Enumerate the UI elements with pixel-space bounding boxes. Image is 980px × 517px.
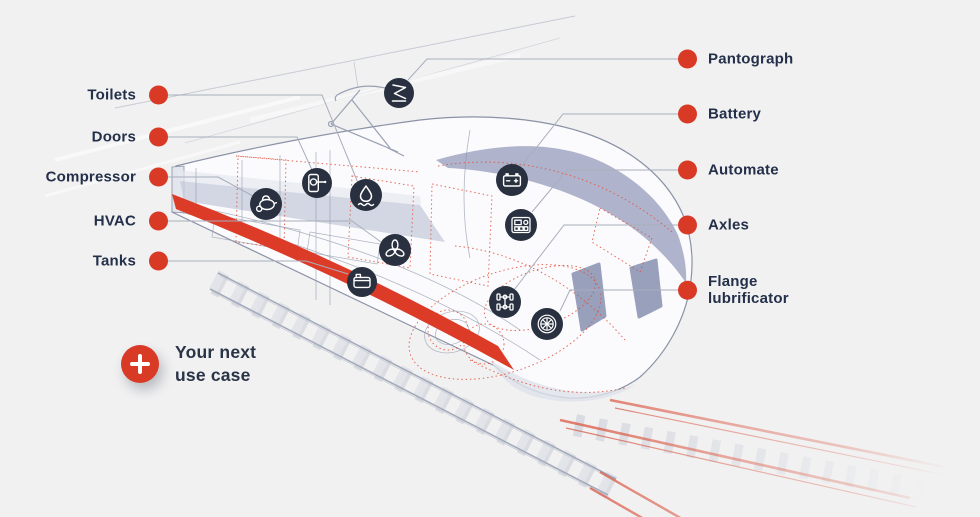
callout-pantograph: Pantograph <box>678 49 794 69</box>
callout-label: Toilets <box>87 86 136 104</box>
callout-hvac: HVAC <box>93 211 168 231</box>
cta-text: Your next use case <box>175 341 256 387</box>
callout-tanks: Tanks <box>92 251 168 271</box>
cta-line2: use case <box>175 364 251 385</box>
callout-dot[interactable] <box>678 280 697 300</box>
callout-label: Battery <box>708 105 762 123</box>
callout-label: Compressor <box>45 168 136 186</box>
callout-dot[interactable] <box>149 85 168 105</box>
tank-icon[interactable] <box>347 267 377 297</box>
callout-label: HVAC <box>93 212 136 230</box>
callout-dot[interactable] <box>678 160 697 180</box>
leader-lines <box>158 58 687 312</box>
compressor-icon[interactable] <box>250 188 282 220</box>
train-wheel-icon[interactable] <box>531 308 563 340</box>
cta-line1: Your next <box>175 342 257 362</box>
control-panel-icon[interactable] <box>505 209 537 241</box>
callout-dot[interactable] <box>678 104 697 124</box>
callout-dot[interactable] <box>149 167 168 187</box>
callout-dot[interactable] <box>149 251 168 271</box>
callout-dot[interactable] <box>149 211 168 231</box>
callout-flange-lubrificator: Flange lubrificator <box>678 273 818 308</box>
pantograph-icon[interactable] <box>384 78 414 108</box>
callout-dot[interactable] <box>149 127 168 147</box>
callout-label: Axles <box>708 216 750 234</box>
fan-icon[interactable] <box>379 234 411 266</box>
callout-automate: Automate <box>678 160 779 180</box>
callout-dot[interactable] <box>678 215 697 235</box>
callout-doors: Doors <box>91 127 168 147</box>
callout-label: Flange lubrificator <box>708 272 789 307</box>
callout-label: Doors <box>91 128 136 146</box>
callout-label: Tanks <box>92 252 136 270</box>
next-use-case-cta: Your next use case <box>121 341 256 387</box>
plus-icon[interactable] <box>121 344 159 383</box>
door-icon[interactable] <box>302 168 332 198</box>
railway-track <box>209 270 956 517</box>
train-red-stripe <box>172 194 514 370</box>
callout-axles: Axles <box>678 215 750 235</box>
callout-label: Pantograph <box>708 50 794 68</box>
callout-compressor: Compressor <box>45 167 168 187</box>
battery-icon[interactable] <box>496 164 528 196</box>
callout-label: Automate <box>708 161 779 179</box>
callout-battery: Battery <box>678 104 762 124</box>
water-drop-icon[interactable] <box>350 179 382 211</box>
callout-toilets: Toilets <box>87 85 168 105</box>
callout-dot[interactable] <box>678 49 697 69</box>
axles-icon[interactable] <box>489 286 521 318</box>
